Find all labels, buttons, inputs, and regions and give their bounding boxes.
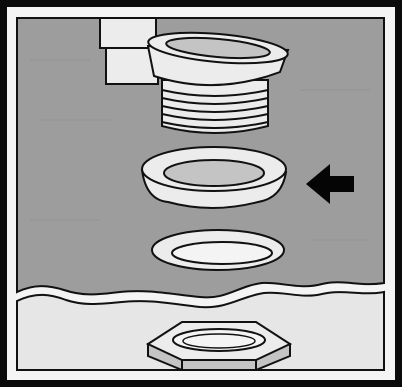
hex-nut <box>145 321 293 371</box>
hole-inner <box>171 241 273 265</box>
gasket-hole <box>163 159 265 187</box>
basin-hole <box>151 229 285 271</box>
gasket <box>140 146 288 209</box>
pipe-stub-upper <box>99 17 157 49</box>
strainer-body <box>146 31 290 134</box>
hex-nut-thread-inner <box>182 333 256 349</box>
hex-nut-thread <box>172 328 266 352</box>
threaded-cylinder <box>161 79 269 134</box>
thread-lines <box>161 89 269 129</box>
collar-opening <box>165 36 271 60</box>
panel-texture <box>30 59 370 241</box>
arrow-left-icon <box>306 164 354 204</box>
